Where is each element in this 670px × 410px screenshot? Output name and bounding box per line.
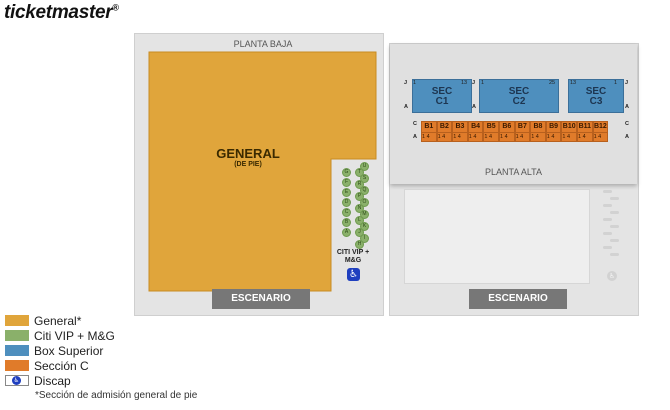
box-seats: 1 4 — [467, 132, 484, 142]
row-letter-c-right: C — [625, 121, 629, 127]
box-b1[interactable]: B1 — [421, 121, 437, 133]
vip-seat[interactable]: H — [355, 240, 364, 249]
box-b6[interactable]: B6 — [499, 121, 515, 133]
box-seats: 1 4 — [436, 132, 453, 142]
box-seats: 1 4 — [561, 132, 577, 142]
row-letter-a2-left: A — [413, 134, 417, 140]
c1-seat-right: 13 — [461, 80, 468, 86]
box-seats: 1 4 — [545, 132, 562, 142]
row-letter-j-left: J — [404, 80, 408, 86]
ghost-seat — [603, 190, 612, 193]
box-b5[interactable]: B5 — [483, 121, 499, 133]
vip-seat[interactable]: M — [360, 210, 369, 219]
c3-seat-left: 13 — [570, 80, 577, 86]
vip-seat[interactable]: L — [355, 216, 364, 225]
c2-seat-right: 1 — [481, 80, 485, 86]
ticketmaster-logo: ticketmaster® — [4, 2, 119, 23]
legend-swatch-box — [5, 345, 29, 356]
row-letter-j-mid: J — [472, 80, 476, 86]
vip-label: CITI VIP + M&G — [336, 249, 370, 264]
ghost-seat — [610, 253, 619, 256]
vip-seat[interactable]: N — [355, 204, 364, 213]
vip-seat[interactable]: K — [360, 222, 369, 231]
planta-baja-title: PLANTA BAJA — [233, 39, 293, 49]
vip-seat[interactable]: P — [355, 192, 364, 201]
accessibility-icon-ghost: ♿ — [607, 271, 617, 281]
stage-planta-alta: ESCENARIO — [469, 289, 567, 309]
ghost-seat — [603, 232, 612, 235]
legend-swatch-discap: ♿ — [5, 375, 29, 386]
legend-swatch-vip — [5, 330, 29, 341]
c1-seat-left: 1 — [413, 80, 417, 86]
vip-seat[interactable]: O — [360, 198, 369, 207]
ghost-seat — [610, 225, 619, 228]
box-seats: 1 4 — [499, 132, 515, 142]
legend-citi-vip: Citi VIP + M&G — [5, 329, 115, 343]
planta-alta-title: PLANTA ALTA — [484, 167, 543, 177]
box-seats: 1 4 — [577, 132, 593, 142]
legend-general: General* — [5, 314, 81, 328]
general-label: GENERAL (DE PIE) — [216, 146, 280, 168]
vip-seat[interactable]: C — [342, 208, 351, 217]
accessibility-icon: ♿ — [347, 268, 360, 281]
box-seats: 1 4 — [483, 132, 499, 142]
vip-seat[interactable]: J — [355, 228, 364, 237]
lower-floor-area — [404, 189, 590, 284]
vip-seat[interactable]: T — [355, 168, 364, 177]
box-seats: 1 4 — [592, 132, 609, 142]
box-seats: 1 4 — [530, 132, 546, 142]
vip-seat[interactable]: I — [360, 234, 369, 243]
vip-seat[interactable]: B — [342, 218, 351, 227]
row-letter-j-right: J — [625, 80, 629, 86]
legend-note: *Sección de admisión general de pie — [35, 390, 198, 401]
legend-swatch-secc — [5, 360, 29, 371]
vip-seat[interactable]: S — [360, 174, 369, 183]
vip-seat[interactable]: F — [342, 178, 351, 187]
vip-seat[interactable]: A — [342, 228, 351, 237]
wheelchair-icon: ♿ — [12, 376, 21, 385]
vip-seat[interactable]: Q — [360, 186, 369, 195]
box-seats: 1 4 — [514, 132, 531, 142]
box-seats: 1 4 — [421, 132, 437, 142]
c3-seat-right: 1 — [614, 80, 618, 86]
row-letter-a-right: A — [625, 104, 629, 110]
general-section[interactable] — [148, 51, 378, 292]
c2-seat-left: 25 — [549, 80, 556, 86]
upper-tier-shade — [390, 44, 637, 184]
vip-seat[interactable]: U — [360, 162, 369, 171]
legend-discap: ♿Discap — [5, 374, 71, 388]
ghost-seat — [610, 211, 619, 214]
box-seats: 1 4 — [452, 132, 468, 142]
row-letter-a-left: A — [404, 104, 408, 110]
legend-swatch-general — [5, 315, 29, 326]
row-letter-c-left: C — [413, 121, 417, 127]
ghost-seat — [603, 204, 612, 207]
ghost-seat — [610, 239, 619, 242]
vip-seat[interactable]: R — [355, 180, 364, 189]
ghost-seat — [610, 197, 619, 200]
legend-box-superior: Box Superior — [5, 344, 103, 358]
vip-seat[interactable]: D — [342, 198, 351, 207]
row-letter-a-mid: A — [472, 104, 476, 110]
ghost-seat — [603, 218, 612, 221]
ghost-seat — [603, 246, 612, 249]
row-letter-a2-right: A — [625, 134, 629, 140]
stage-planta-baja: ESCENARIO — [212, 289, 310, 309]
vip-seat[interactable]: G — [342, 168, 351, 177]
legend-seccion-c: Sección C — [5, 359, 89, 373]
vip-seat[interactable]: E — [342, 188, 351, 197]
